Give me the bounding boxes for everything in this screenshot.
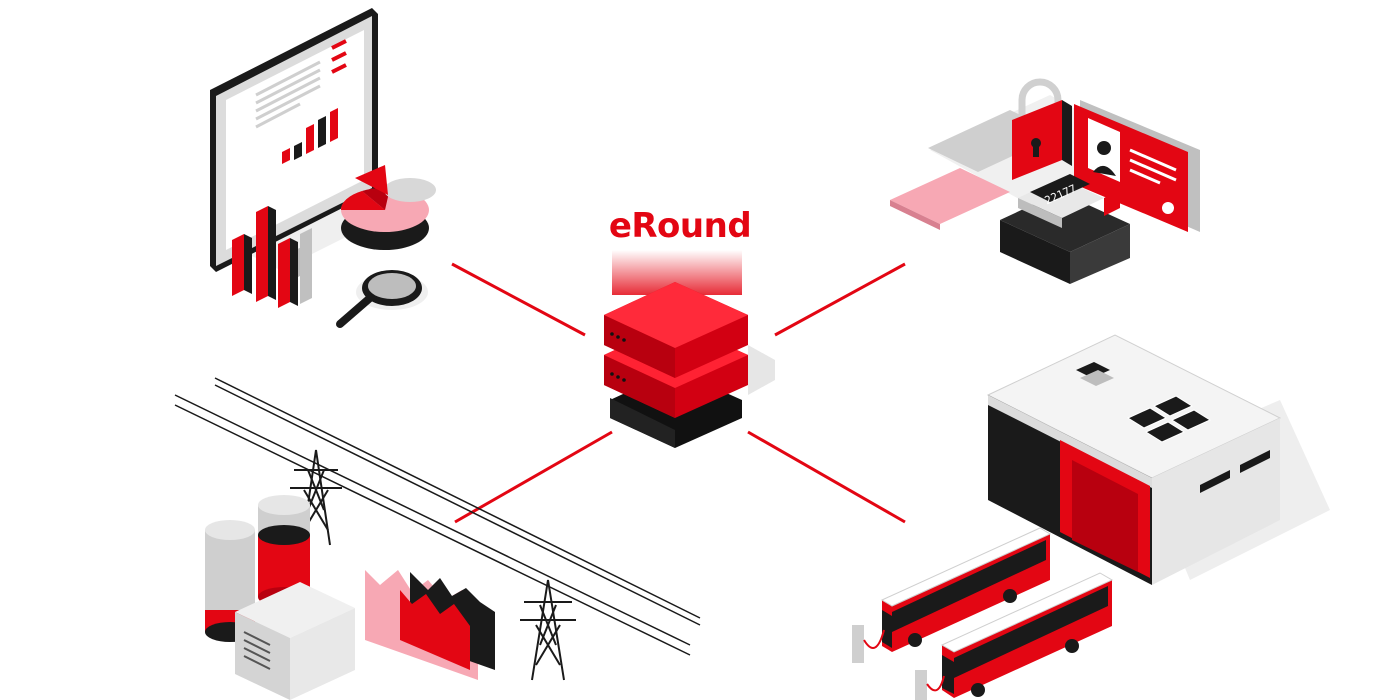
payment-security-icon: 22177 bbox=[890, 78, 1200, 284]
connector-analytics bbox=[451, 262, 586, 337]
connector-energy bbox=[454, 430, 613, 524]
energy-grid-icon bbox=[174, 377, 701, 700]
analytics-dashboard-icon bbox=[210, 8, 436, 328]
central-server-icon bbox=[604, 250, 775, 448]
brand-text: eRound bbox=[608, 206, 752, 246]
brand-logo: eRound bbox=[560, 206, 800, 246]
connector-payments bbox=[774, 262, 906, 337]
bus-depot-icon bbox=[852, 334, 1330, 700]
connector-depot bbox=[747, 430, 906, 524]
connector-lines bbox=[451, 262, 906, 524]
